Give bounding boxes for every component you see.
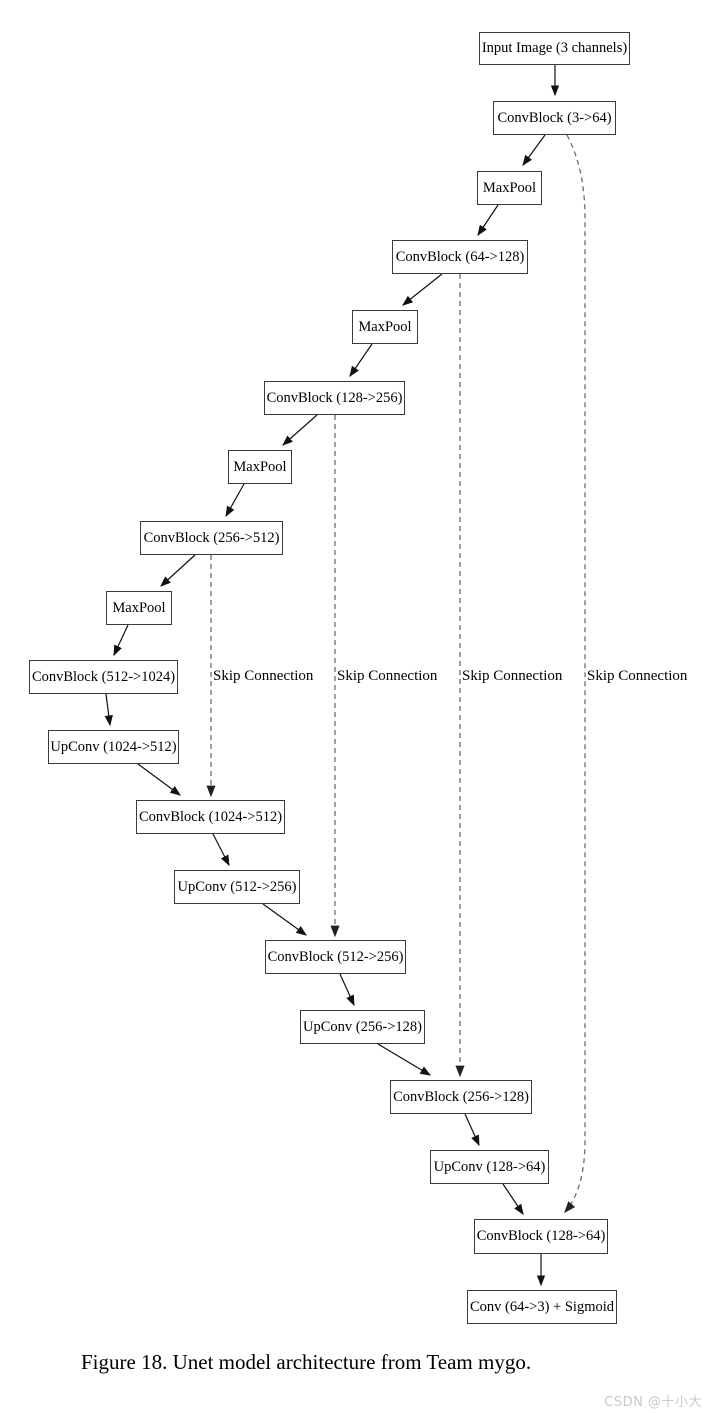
node-upconv-512-256: UpConv (512->256) — [174, 870, 300, 904]
node-conv-64-3-sigmoid: Conv (64->3) + Sigmoid — [467, 1290, 617, 1324]
skip-connection-label-4: Skip Connection — [587, 668, 688, 684]
node-convblock-3-64: ConvBlock (3->64) — [493, 101, 616, 135]
edge-convblock3-to-maxpool3 — [282, 414, 318, 446]
node-upconv-128-64: UpConv (128->64) — [430, 1150, 549, 1184]
edges-layer — [104, 65, 586, 1287]
node-upconv-256-128: UpConv (256->128) — [300, 1010, 425, 1044]
skip-connection-label-2: Skip Connection — [337, 668, 438, 684]
node-convblock-128-64: ConvBlock (128->64) — [474, 1219, 608, 1254]
node-convblock-1024-512: ConvBlock (1024->512) — [136, 800, 285, 834]
node-upconv-1024-512: UpConv (1024->512) — [48, 730, 179, 764]
node-convblock-64-128: ConvBlock (64->128) — [392, 240, 528, 274]
edge-maxpool1-to-convblock2 — [477, 204, 499, 236]
edge-upconv1-to-convblock6 — [137, 763, 181, 796]
figure-caption: Figure 18. Unet model architecture from … — [81, 1350, 532, 1374]
edge-upconv4-to-convblock9 — [502, 1183, 524, 1215]
node-convblock-256-128: ConvBlock (256->128) — [390, 1080, 532, 1114]
skip-connection-label-3: Skip Connection — [462, 668, 563, 684]
node-maxpool-1: MaxPool — [477, 171, 542, 205]
edge-maxpool4-to-convblock5 — [113, 624, 129, 657]
edge-convblock4-to-maxpool4 — [160, 554, 196, 587]
edge-maxpool2-to-convblock3 — [349, 343, 373, 377]
node-convblock-256-512: ConvBlock (256->512) — [140, 521, 283, 555]
node-convblock-512-256: ConvBlock (512->256) — [265, 940, 406, 974]
edge-convblock1-to-maxpool1 — [522, 134, 546, 166]
edge-maxpool3-to-convblock4 — [225, 483, 245, 518]
edge-convblock5-to-upconv1 — [104, 693, 113, 727]
node-convblock-128-256: ConvBlock (128->256) — [264, 381, 405, 415]
edge-convblock6-to-upconv2 — [212, 833, 230, 867]
skip-connection-line-4 — [564, 134, 586, 1213]
edge-convblock2-to-maxpool2 — [402, 273, 443, 306]
edge-upconv3-to-convblock8 — [377, 1043, 432, 1076]
watermark: CSDN @十小大 — [604, 1395, 702, 1410]
node-maxpool-2: MaxPool — [352, 310, 418, 344]
edge-convblock7-to-upconv3 — [339, 973, 355, 1007]
edge-convblock8-to-upconv4 — [464, 1113, 480, 1147]
node-input-image: Input Image (3 channels) — [479, 32, 630, 65]
skip-connection-label-1: Skip Connection — [213, 668, 314, 684]
node-maxpool-3: MaxPool — [228, 450, 292, 484]
node-convblock-512-1024: ConvBlock (512->1024) — [29, 660, 178, 694]
node-maxpool-4: MaxPool — [106, 591, 172, 625]
edge-upconv2-to-convblock7 — [262, 903, 307, 936]
